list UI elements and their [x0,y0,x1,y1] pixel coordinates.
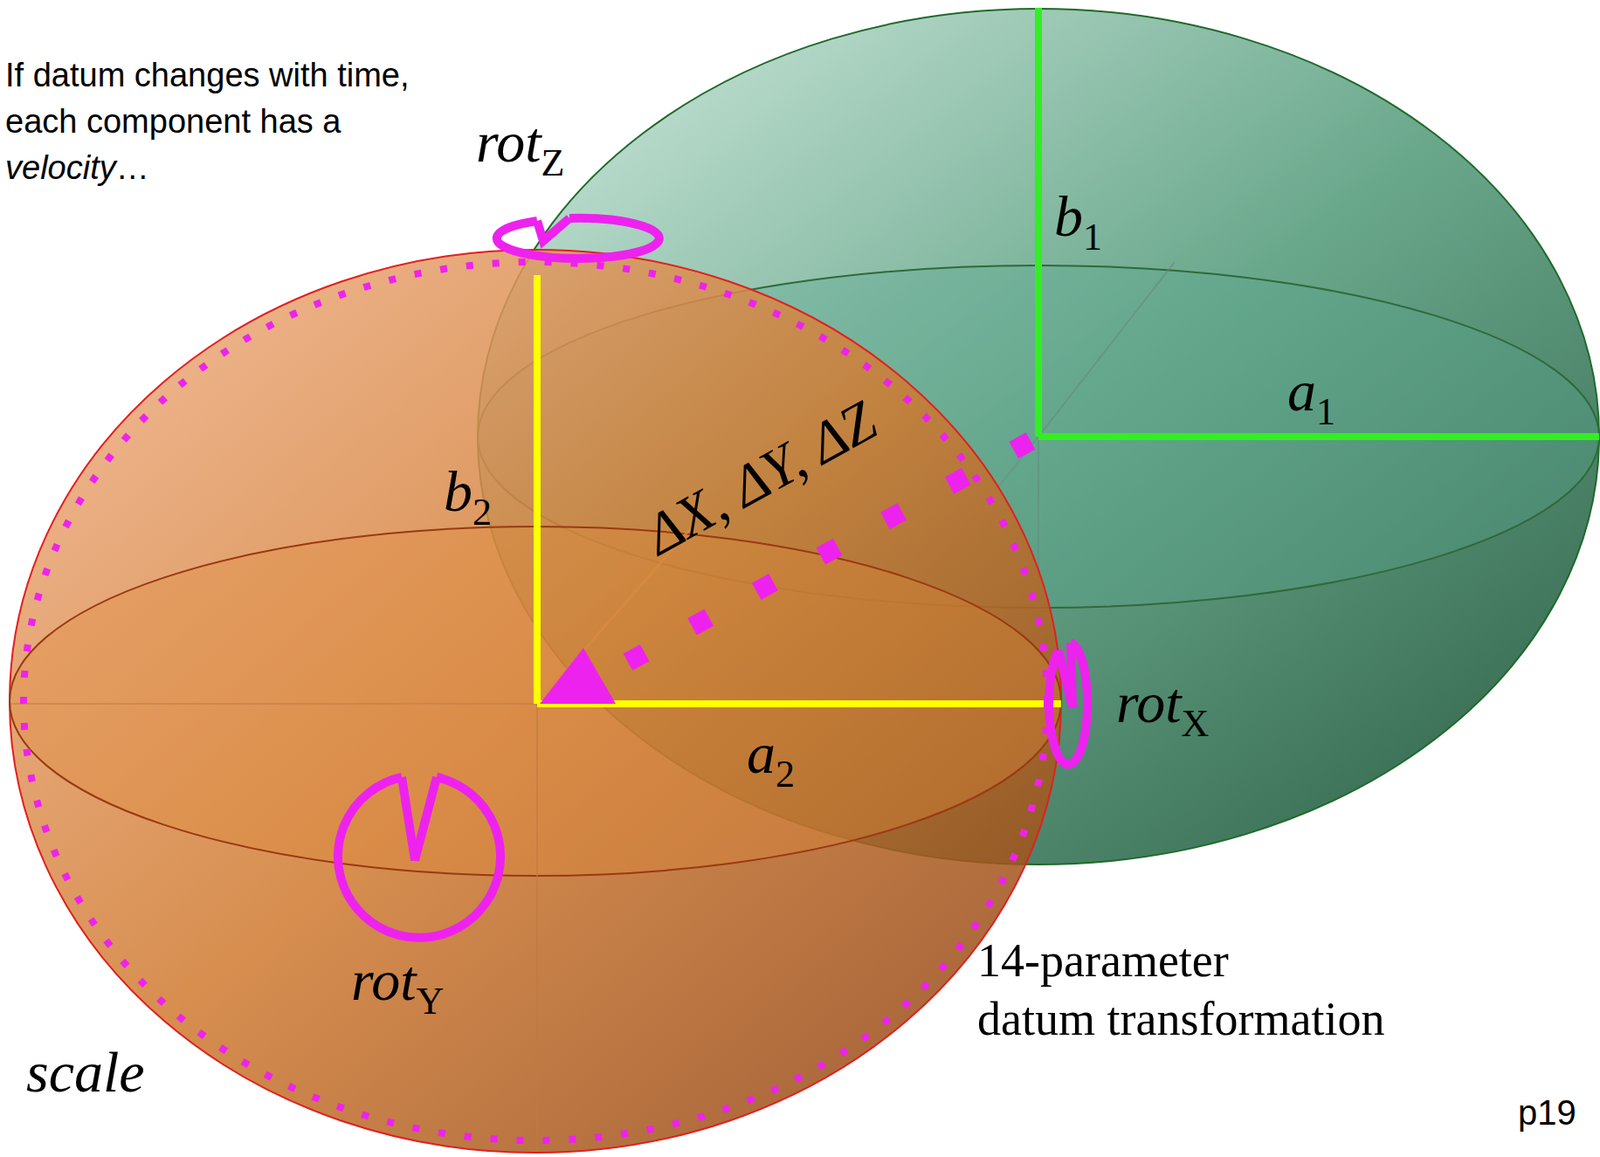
title-text: datum transformation [977,991,1385,1049]
label-text: rot [475,110,542,174]
axis-label: a1 [1287,362,1336,421]
label-text: 14-parameter [977,934,1229,987]
rotation-symbols [337,218,1088,938]
subscript: 2 [775,752,795,796]
label-text: b [1054,184,1083,249]
label-text: scale [26,1040,145,1104]
subscript: X [1181,702,1210,745]
axis-label: b2 [443,462,492,521]
subscript: Y [416,979,445,1023]
subscript: 2 [472,490,492,534]
scale-outline [23,262,1048,1141]
subscript: 1 [1082,215,1103,259]
label-text: a [746,721,776,786]
rotation-label: rotY [351,951,444,1010]
label-text: velocity [5,149,117,187]
label-text: … [116,149,150,187]
rotation-label: rotZ [475,113,565,172]
label-text: b [443,459,473,524]
label-text: rot [1116,670,1182,735]
label-text: rot [351,948,417,1013]
label-text: p19 [1517,1093,1577,1132]
semi-minor-axis-2 [533,275,541,704]
subscript: Z [541,141,566,185]
axis-label: a2 [746,724,795,783]
note: If datum changes with time, each compone… [5,52,425,193]
scale-label: scale [26,1043,145,1102]
rotation-label: rotX [1116,674,1209,732]
subscript: 1 [1316,390,1336,434]
arrow-head [539,648,616,704]
semi-minor-axis-1 [1034,7,1042,437]
label-text: If datum changes with time, each compone… [5,56,410,140]
label-text: a [1287,358,1317,423]
title-text: 14-parameter [977,932,1229,990]
axis-label: b1 [1054,187,1103,246]
semi-major-axis-1 [1038,433,1600,441]
page-number: p19 [1517,1093,1577,1133]
label-text: datum transformation [977,993,1385,1046]
ellipsoid-2 [9,249,1062,1153]
